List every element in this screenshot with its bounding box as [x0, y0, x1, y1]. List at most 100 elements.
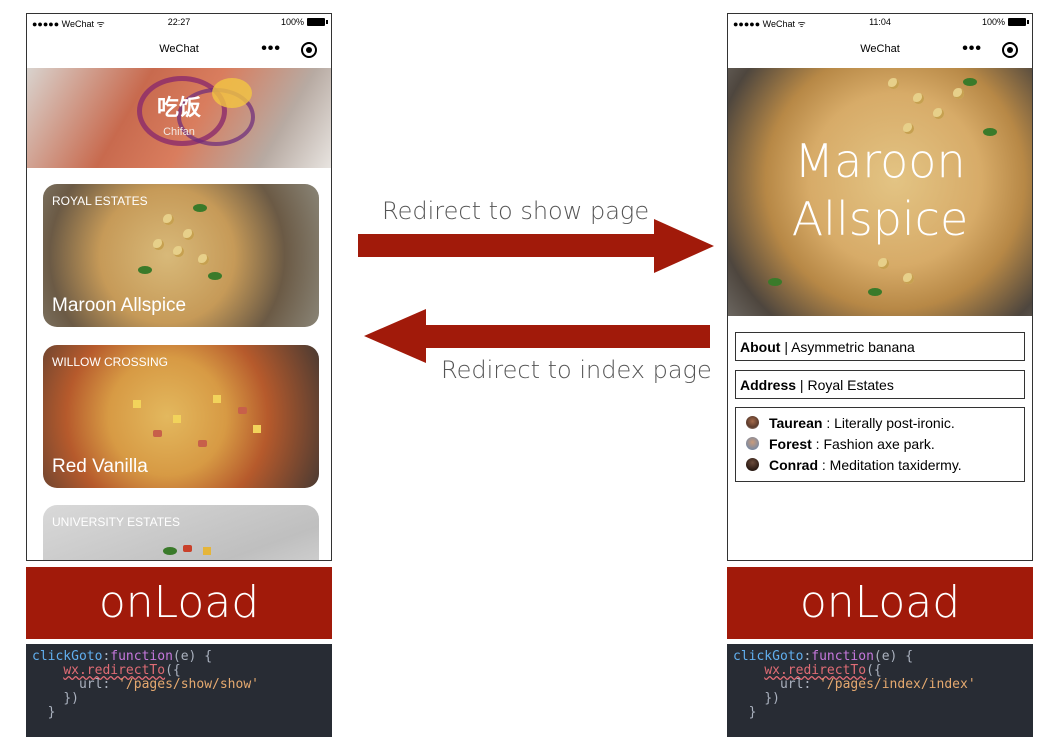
battery-percent: 100% [981, 17, 1005, 27]
review-text: Meditation taxidermy. [829, 456, 962, 473]
restaurant-card[interactable]: ROYAL ESTATES Maroon Allspice [43, 184, 319, 327]
redirect-show-label: Redirect to show page [382, 197, 650, 225]
chickpea-decoration [888, 78, 899, 89]
reviewer-name: Forest [769, 435, 812, 452]
banner-title: 吃饭 [156, 95, 201, 120]
chickpea-decoration [903, 273, 914, 284]
more-options-icon[interactable]: ••• [962, 40, 982, 57]
topping-decoration [153, 430, 162, 437]
chickpea-decoration [878, 258, 889, 269]
topping-decoration [213, 395, 221, 403]
herb-decoration [963, 78, 977, 86]
avatar [746, 437, 759, 450]
battery-percent: 100% [280, 17, 304, 27]
battery-indicator: 100% [280, 17, 328, 27]
code-token: }) [764, 691, 780, 706]
review-text: Fashion axe park. [823, 435, 935, 452]
herb-decoration [208, 272, 222, 280]
lemon-decoration [212, 78, 252, 108]
avatar [746, 458, 759, 471]
right-phone-screen: ●●●●● WeChat ᯤ 11:04 100% WeChat ••• Mar… [727, 13, 1033, 561]
address-row: Address | Royal Estates [735, 370, 1025, 399]
code-token: clickGoto [733, 649, 804, 664]
chickpea-decoration [933, 108, 944, 119]
herb-decoration [868, 288, 882, 296]
code-token: wx.redirectTo [764, 663, 867, 678]
nav-title: WeChat [860, 43, 900, 55]
review-text: Literally post-ironic. [834, 414, 955, 431]
card-district: ROYAL ESTATES [52, 194, 148, 208]
chickpea-decoration [913, 93, 924, 104]
code-token: '/pages/index/index' [819, 677, 976, 692]
redirect-index-label: Redirect to index page [441, 356, 712, 384]
clock: 11:04 [869, 17, 891, 27]
topping-decoration [183, 545, 192, 552]
review-item: Forest : Fashion axe park. [746, 433, 1014, 454]
restaurant-card[interactable]: WILLOW CROSSING Red Vanilla [43, 345, 319, 488]
herb-decoration [138, 266, 152, 274]
avatar [746, 416, 759, 429]
topping-decoration [238, 407, 247, 414]
chickpea-decoration [183, 229, 194, 240]
left-phone-screen: ●●●●● WeChat ᯤ 22:27 100% WeChat ••• 吃饭 … [26, 13, 332, 561]
close-miniprogram-icon[interactable] [301, 42, 317, 58]
code-snippet-right: clickGoto:function(e) { wx.redirectTo({ … [727, 644, 1033, 737]
code-token: function [110, 649, 173, 664]
herb-decoration [193, 204, 207, 212]
code-token: } [47, 705, 56, 720]
code-token: } [748, 705, 757, 720]
banner-subtitle: Chifan [163, 126, 195, 138]
topping-decoration [203, 547, 211, 555]
restaurant-card[interactable]: UNIVERSITY ESTATES [43, 505, 319, 560]
code-token: ({ [165, 663, 181, 678]
code-token: function [811, 649, 874, 664]
code-token: (e) { [873, 649, 914, 664]
header-banner: 吃饭 Chifan [27, 68, 331, 168]
arrow-shaft [422, 325, 710, 348]
code-token: (e) { [172, 649, 213, 664]
battery-icon [307, 18, 328, 26]
restaurant-title-line: Allspice [791, 192, 969, 246]
status-bar: ●●●●● WeChat ᯤ 22:27 100% [27, 14, 331, 34]
onload-banner-right: onLoad [727, 567, 1033, 639]
carrier-label: ●●●●● WeChat ᯤ [733, 19, 806, 29]
arrow-shaft [358, 234, 658, 257]
nav-title: WeChat [159, 43, 199, 55]
reviews-list: Taurean : Literally post-ironic. Forest … [735, 407, 1025, 482]
topping-decoration [133, 400, 141, 408]
onload-banner-left: onLoad [26, 567, 332, 639]
card-district: UNIVERSITY ESTATES [52, 515, 181, 529]
code-token: wx.redirectTo [63, 663, 166, 678]
code-token: '/pages/show/show' [118, 677, 259, 692]
chickpea-decoration [198, 254, 209, 265]
card-district: WILLOW CROSSING [52, 355, 169, 369]
reviewer-name: Taurean [769, 414, 823, 431]
review-item: Taurean : Literally post-ironic. [746, 412, 1014, 433]
redirect-left-arrow [364, 309, 710, 364]
more-options-icon[interactable]: ••• [261, 40, 281, 57]
chickpea-decoration [153, 239, 164, 250]
arrow-head [654, 219, 714, 273]
close-miniprogram-icon[interactable] [1002, 42, 1018, 58]
code-token: }) [63, 691, 79, 706]
card-restaurant-name: Maroon Allspice [52, 295, 187, 316]
restaurant-title: Maroon Allspice [728, 132, 1032, 248]
redirect-right-arrow [358, 219, 714, 274]
battery-indicator: 100% [981, 17, 1029, 27]
clock: 22:27 [167, 17, 191, 27]
topping-decoration [253, 425, 261, 433]
chickpea-decoration [163, 214, 174, 225]
about-value: Asymmetric banana [791, 339, 915, 355]
code-snippet-left: clickGoto:function(e) { wx.redirectTo({ … [26, 644, 332, 737]
card-restaurant-name: Red Vanilla [52, 456, 148, 477]
about-row: About | Asymmetric banana [735, 332, 1025, 361]
reviewer-name: Conrad [769, 456, 818, 473]
chickpea-decoration [953, 88, 964, 99]
herb-decoration [768, 278, 782, 286]
code-token: clickGoto [32, 649, 103, 664]
code-token: ({ [866, 663, 882, 678]
address-value: Royal Estates [807, 377, 894, 393]
nav-bar: WeChat ••• [728, 34, 1032, 68]
chickpea-decoration [173, 246, 184, 257]
code-token: url: [78, 677, 119, 692]
